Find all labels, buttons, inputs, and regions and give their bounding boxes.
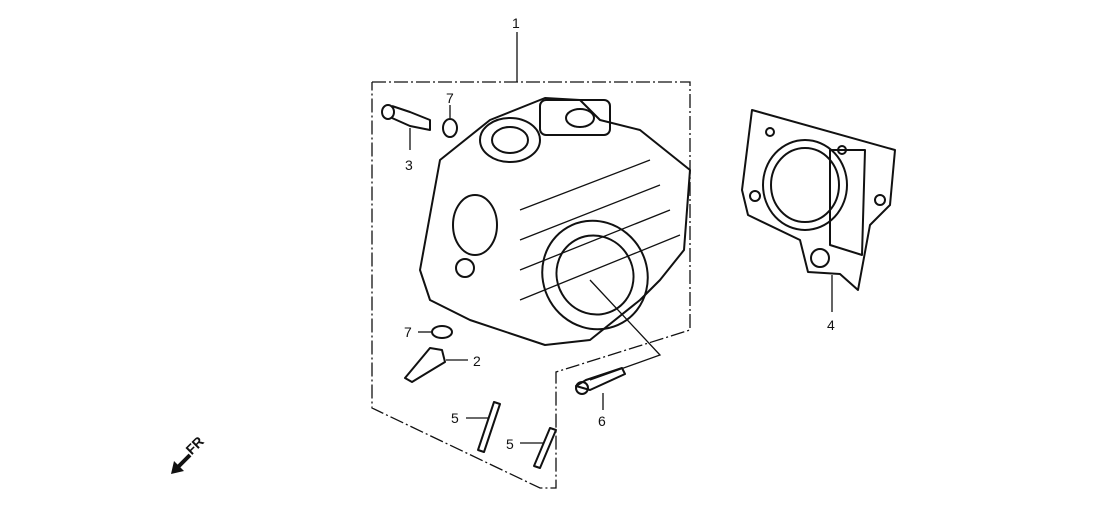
label-5-left: 5 bbox=[451, 410, 459, 426]
stud-part-5-left[interactable] bbox=[466, 401, 501, 453]
label-7-top: 7 bbox=[446, 90, 454, 106]
label-7-bottom: 7 bbox=[404, 324, 412, 340]
arrow-icon bbox=[176, 453, 192, 469]
label-5-right: 5 bbox=[506, 436, 514, 452]
cylinder-head-part[interactable] bbox=[419, 97, 691, 349]
oring-part-7-bottom[interactable] bbox=[418, 325, 453, 339]
stud-part-5-right[interactable] bbox=[520, 427, 557, 469]
flange-bolt-part-6[interactable] bbox=[575, 367, 626, 410]
label-4: 4 bbox=[827, 317, 835, 333]
label-3: 3 bbox=[405, 157, 413, 173]
gasket-part-4[interactable] bbox=[741, 109, 896, 312]
fr-label: FR bbox=[182, 433, 207, 458]
bolt-part-2[interactable] bbox=[404, 347, 468, 383]
label-1: 1 bbox=[512, 15, 520, 31]
oring-part-7-top[interactable] bbox=[442, 105, 458, 138]
label-6: 6 bbox=[598, 413, 606, 429]
assembly-boundary bbox=[371, 32, 691, 489]
front-direction-indicator: FR bbox=[171, 433, 207, 474]
bolt-part-3[interactable] bbox=[381, 104, 431, 150]
label-2: 2 bbox=[473, 353, 481, 369]
